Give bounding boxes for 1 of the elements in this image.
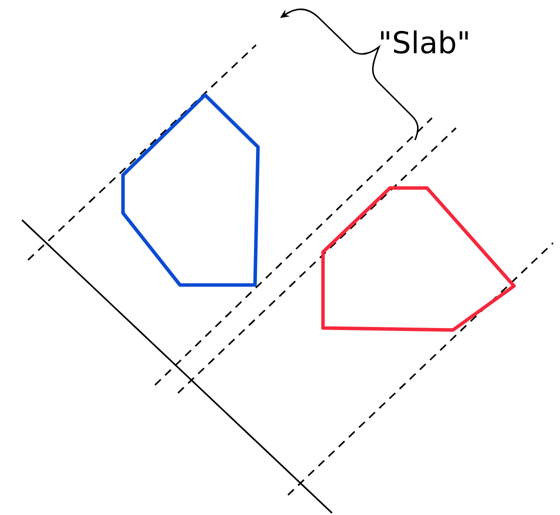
slab-label: "Slab" [381, 30, 468, 54]
